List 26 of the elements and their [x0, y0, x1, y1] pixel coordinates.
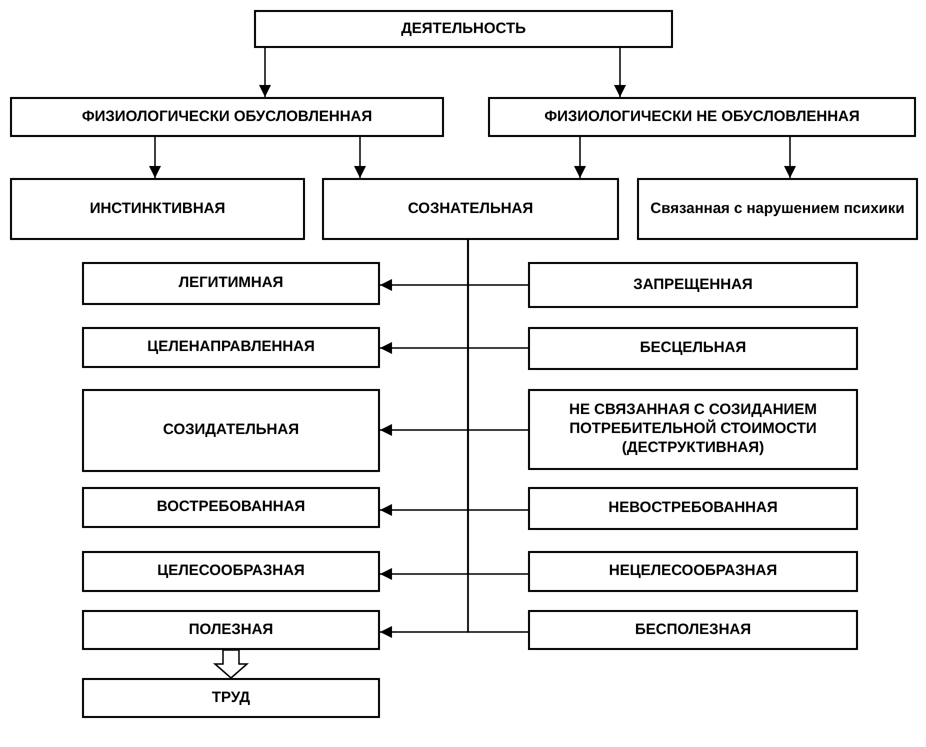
- category-box: НЕВОСТРЕБОВАННАЯ: [528, 487, 858, 530]
- arrow: [149, 137, 161, 178]
- category-box: БЕСЦЕЛЬНАЯ: [528, 327, 858, 370]
- category-box: ПОЛЕЗНАЯ: [82, 610, 380, 650]
- category-box: ДЕЯТЕЛЬНОСТЬ: [254, 10, 673, 48]
- category-box: ФИЗИОЛОГИЧЕСКИ НЕ ОБУСЛОВЛЕННАЯ: [488, 97, 916, 137]
- category-box: ЗАПРЕЩЕННАЯ: [528, 262, 858, 308]
- arrow: [354, 137, 366, 178]
- category-box: СОЗИДАТЕЛЬНАЯ: [82, 389, 380, 472]
- hollow-arrow: [213, 649, 249, 679]
- category-box: ЦЕЛЕНАПРАВЛЕННАЯ: [82, 327, 380, 368]
- arrow: [784, 137, 796, 178]
- arrow: [259, 48, 271, 97]
- arrow: [614, 48, 626, 97]
- category-box: ИНСТИНКТИВНАЯ: [10, 178, 305, 240]
- category-box: НЕЦЕЛЕСООБРАЗНАЯ: [528, 551, 858, 592]
- category-box: ЦЕЛЕСООБРАЗНАЯ: [82, 551, 380, 592]
- category-box: НЕ СВЯЗАННАЯ С СОЗИДАНИЕМ ПОТРЕБИТЕЛЬНОЙ СТОИМОСТИ (ДЕСТРУКТИВНАЯ): [528, 389, 858, 470]
- arrow: [574, 137, 586, 178]
- category-box: ТРУД: [82, 678, 380, 718]
- category-box: ВОСТРЕБОВАННАЯ: [82, 487, 380, 528]
- category-box: Связанная с нарушением психики: [637, 178, 918, 240]
- category-box: ЛЕГИТИМНАЯ: [82, 262, 380, 305]
- category-box: СОЗНАТЕЛЬНАЯ: [322, 178, 619, 240]
- category-box: БЕСПОЛЕЗНАЯ: [528, 610, 858, 650]
- category-box: ФИЗИОЛОГИЧЕСКИ ОБУСЛОВЛЕННАЯ: [10, 97, 444, 137]
